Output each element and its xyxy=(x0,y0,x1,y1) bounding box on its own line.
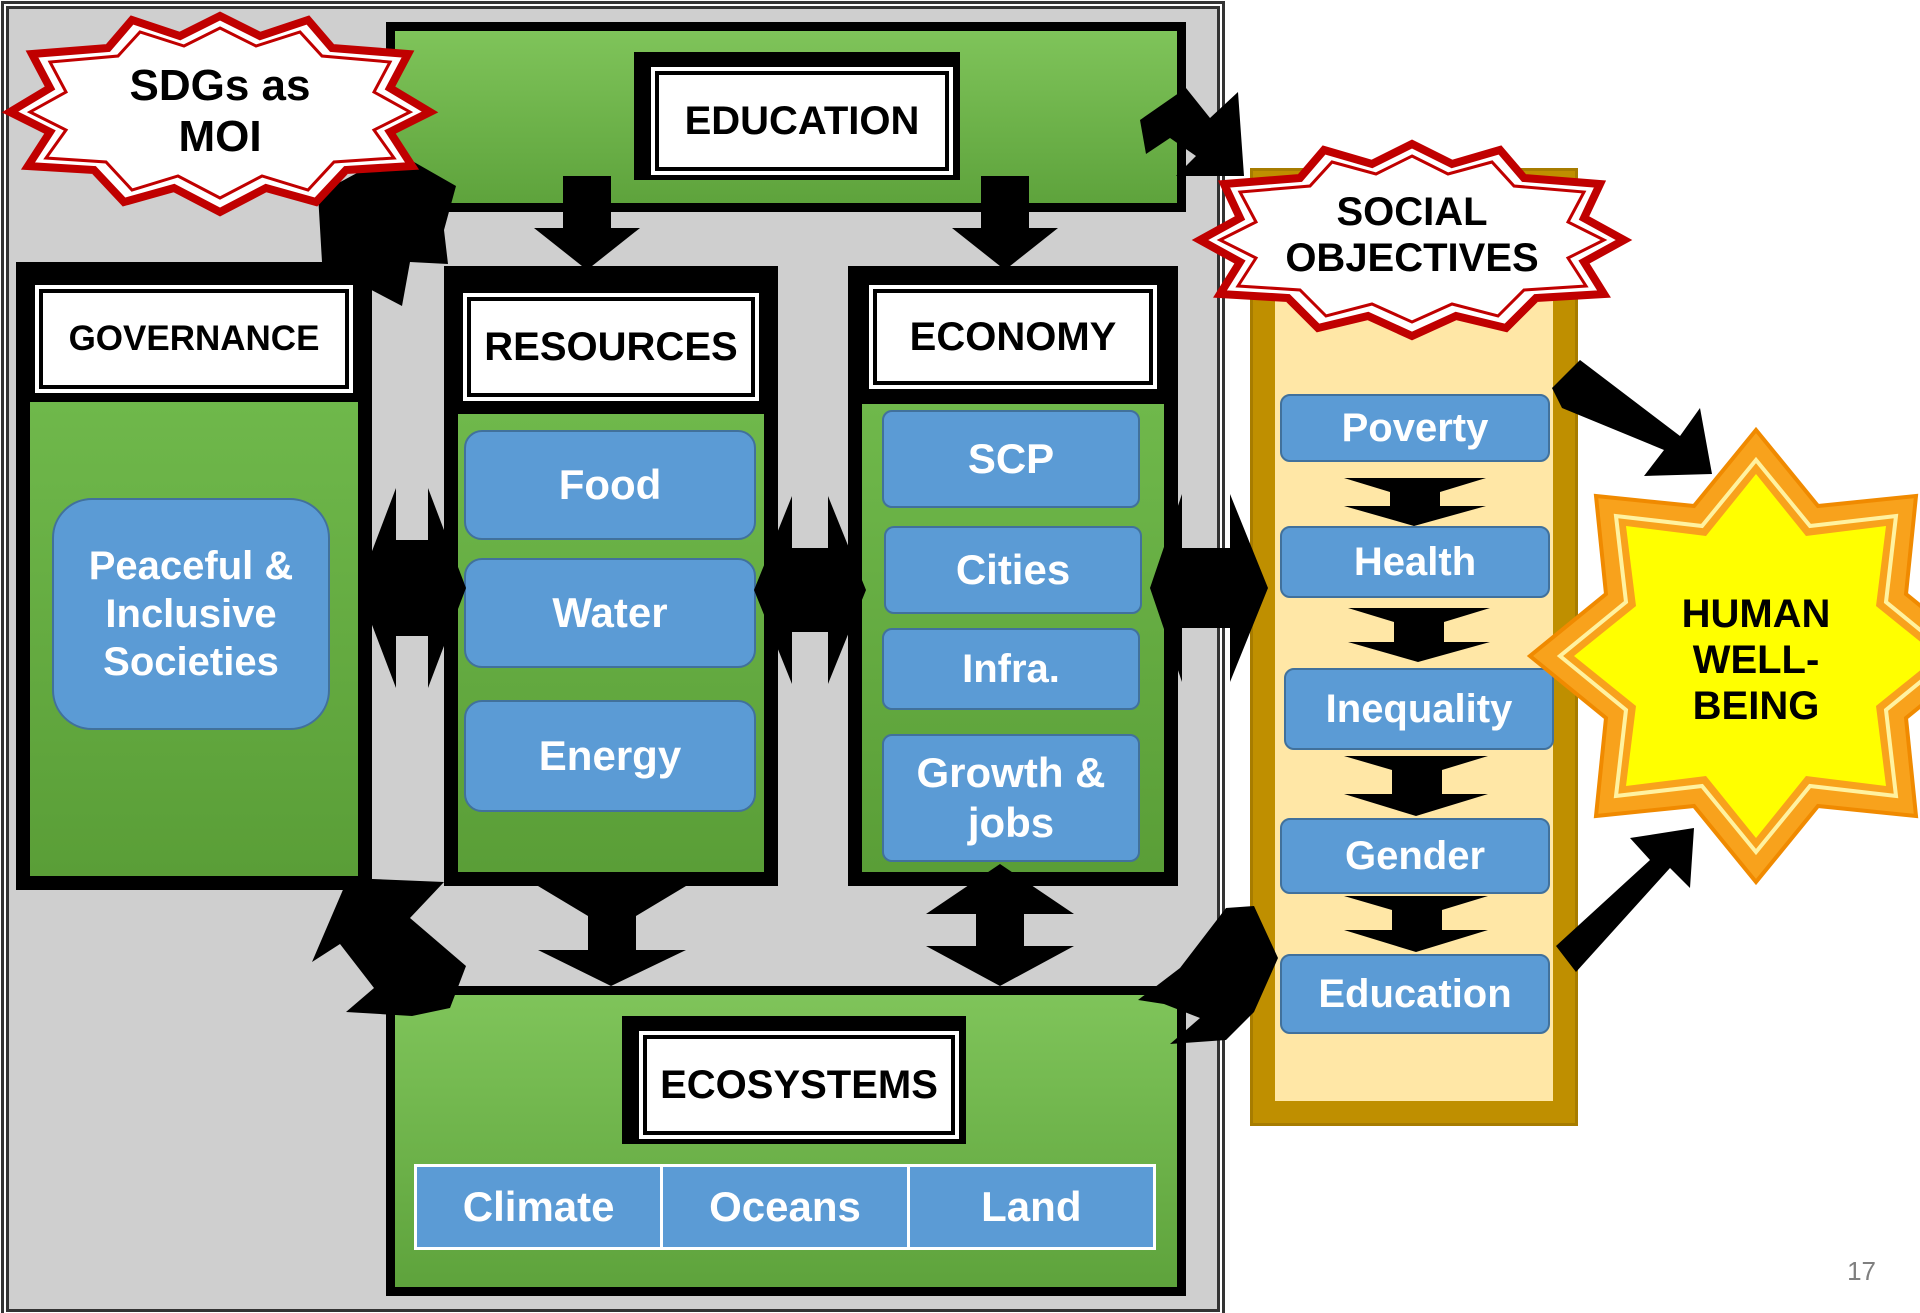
ecosystems-title: ECOSYSTEMS xyxy=(634,1026,964,1144)
wellbeing-star xyxy=(1526,426,1920,886)
sdgs-badge-label: SDGs as MOI xyxy=(129,61,311,161)
arrow-ecosystems-social xyxy=(1138,906,1278,1044)
arrow-economy-ecosystems xyxy=(926,864,1074,986)
social-item-poverty: Poverty xyxy=(1280,394,1550,462)
ecosystems-item-climate: Climate xyxy=(417,1167,661,1247)
arrow-resources-economy xyxy=(754,496,866,684)
economy-title: ECONOMY xyxy=(864,280,1162,394)
arrow-education-social xyxy=(1140,88,1244,176)
economy-item-infra: Infra. xyxy=(882,628,1140,710)
arrow-poverty-wellbeing xyxy=(1552,360,1712,476)
arrow-resources-ecosystems xyxy=(538,886,686,986)
social-item-health: Health xyxy=(1280,526,1550,598)
arrow-economy-social xyxy=(1150,494,1268,682)
page-number: 17 xyxy=(1847,1256,1876,1286)
arrow-education-resources xyxy=(534,176,640,270)
social-objectives-title: SOCIAL OBJECTIVES xyxy=(1285,190,1539,280)
economy-item-cities: Cities xyxy=(884,526,1142,614)
resources-item-water: Water xyxy=(464,558,756,668)
arrow-governance-ecosystems xyxy=(312,878,466,1016)
arrow-education-economy xyxy=(952,176,1058,270)
ecosystems-table: Climate Oceans Land xyxy=(414,1164,1156,1250)
arrow-health-inequality xyxy=(1348,608,1490,662)
education-tab-frame: EDUCATION xyxy=(634,52,960,180)
arrow-education-wellbeing xyxy=(1556,828,1694,972)
governance-title: GOVERNANCE xyxy=(30,280,358,398)
social-objectives-badge xyxy=(1191,139,1633,341)
social-item-education: Education xyxy=(1280,954,1550,1034)
arrow-poverty-health xyxy=(1344,478,1486,526)
economy-item-scp: SCP xyxy=(882,410,1140,508)
resources-title: RESOURCES xyxy=(458,288,764,406)
arrow-governance-sdgs xyxy=(318,154,456,306)
wellbeing-label: HUMAN WELL-BEING xyxy=(1681,592,1831,728)
governance-item-peaceful-societies: Peaceful & Inclusive Societies xyxy=(52,498,330,730)
arrow-inequality-gender xyxy=(1344,756,1488,816)
social-item-gender: Gender xyxy=(1280,818,1550,894)
resources-item-food: Food xyxy=(464,430,756,540)
education-title: EDUCATION xyxy=(646,62,958,180)
ecosystems-item-oceans: Oceans xyxy=(663,1167,907,1247)
arrow-governance-resources xyxy=(358,488,466,688)
arrow-gender-education xyxy=(1344,896,1488,952)
sdgs-badge xyxy=(1,11,439,217)
ecosystems-tab-frame: ECOSYSTEMS xyxy=(622,1016,966,1144)
social-item-inequality: Inequality xyxy=(1284,668,1554,750)
economy-item-growth-jobs: Growth & jobs xyxy=(882,734,1140,862)
resources-item-energy: Energy xyxy=(464,700,756,812)
ecosystems-item-land: Land xyxy=(909,1167,1153,1247)
